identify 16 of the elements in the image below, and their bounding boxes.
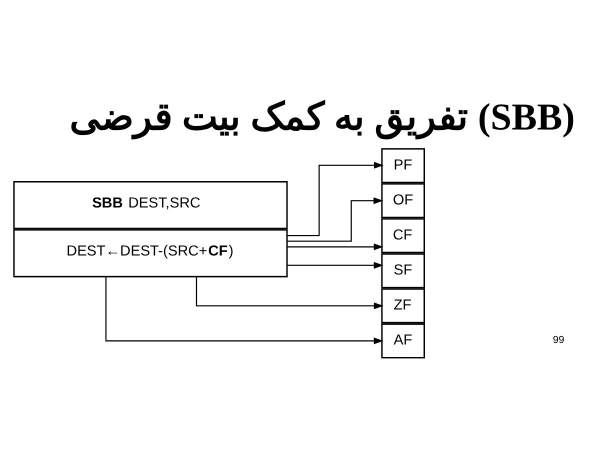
node-box: SBB DEST,SRC — [13, 180, 288, 229]
arrow — [287, 243, 384, 250]
arrow — [287, 261, 384, 268]
node-box: SF — [381, 252, 425, 288]
node-box: ZF — [381, 288, 425, 323]
node-box: CF — [381, 218, 425, 253]
node-box: DEST←DEST-(SRC+CF) — [13, 228, 288, 277]
arrow — [105, 276, 384, 344]
diagram-title: تفریق به کمک بیت قرضی (SBB) — [69, 96, 575, 138]
arrow — [287, 161, 384, 236]
arrow — [196, 276, 384, 309]
node-box: OF — [381, 182, 425, 218]
node-box: PF — [381, 148, 425, 183]
node-box: AF — [381, 322, 425, 358]
label: 99 — [552, 334, 564, 346]
arrow — [287, 196, 384, 242]
